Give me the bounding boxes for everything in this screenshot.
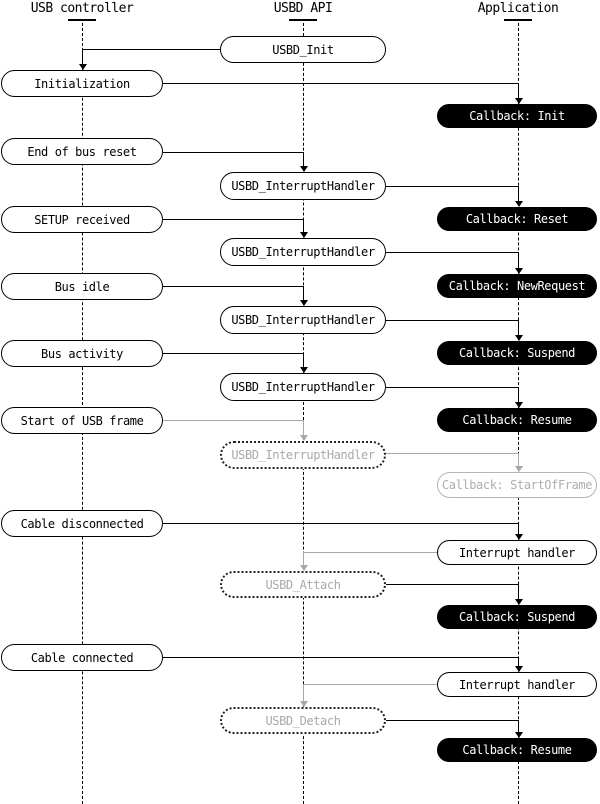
node-start-of-usb-frame: Start of USB frame: [1, 407, 163, 434]
connector-line: [386, 186, 518, 187]
connector-line: [303, 684, 437, 685]
connector-line: [386, 584, 518, 585]
connector-line: [518, 584, 519, 600]
connector-line: [303, 552, 304, 566]
node-bus-activity: Bus activity: [1, 340, 163, 367]
node-initialization: Initialization: [1, 70, 163, 97]
header-underline-application: [504, 19, 532, 21]
node-end-of-bus-reset: End of bus reset: [1, 138, 163, 165]
connector-line: [518, 720, 519, 733]
node-callback-suspend: Callback: Suspend: [437, 341, 597, 365]
arrowhead-down-icon: [514, 402, 523, 408]
node-interrupt-handler: Interrupt handler: [437, 540, 597, 565]
node-usbd-attach: USBD_Attach: [220, 571, 386, 598]
node-usbd-detach: USBD_Detach: [220, 707, 386, 734]
arrowhead-down-icon: [514, 201, 523, 207]
connector-line: [303, 353, 304, 368]
arrowhead-down-icon: [299, 701, 308, 707]
connector-line: [82, 49, 83, 65]
node-callback-resume: Callback: Resume: [437, 408, 597, 432]
connector-line: [163, 420, 303, 421]
connector-line: [386, 252, 518, 253]
node-callback-init: Callback: Init: [437, 104, 597, 128]
arrowhead-down-icon: [514, 732, 523, 738]
connector-line: [163, 353, 303, 354]
node-callback-suspend: Callback: Suspend: [437, 605, 597, 629]
connector-line: [386, 320, 518, 321]
node-usbd-interrupthandler: USBD_InterruptHandler: [220, 306, 386, 334]
node-callback-reset: Callback: Reset: [437, 207, 597, 231]
connector-line: [82, 49, 220, 50]
node-interrupt-handler: Interrupt handler: [437, 672, 597, 697]
connector-line: [518, 387, 519, 403]
connector-line: [303, 219, 304, 233]
node-usbd-interrupthandler: USBD_InterruptHandler: [220, 172, 386, 200]
connector-line: [303, 286, 304, 301]
arrowhead-down-icon: [514, 268, 523, 274]
connector-line: [303, 152, 304, 167]
connector-line: [518, 453, 519, 467]
arrowhead-down-icon: [78, 64, 87, 70]
connector-line: [386, 453, 518, 454]
node-callback-newrequest: Callback: NewRequest: [437, 274, 597, 298]
connector-line: [518, 186, 519, 202]
node-bus-idle: Bus idle: [1, 273, 163, 300]
node-callback-resume: Callback: Resume: [437, 738, 597, 762]
connector-line: [163, 523, 518, 524]
node-callback-startofframe: Callback: StartOfFrame: [437, 472, 597, 498]
header-underline-usb-controller: [68, 19, 96, 21]
connector-line: [518, 657, 519, 667]
arrowhead-down-icon: [514, 335, 523, 341]
node-usbd-interrupthandler: USBD_InterruptHandler: [220, 441, 386, 469]
arrowhead-down-icon: [299, 565, 308, 571]
connector-line: [163, 219, 303, 220]
node-usbd-init: USBD_Init: [220, 36, 386, 63]
column-header-usbd-api: USBD API: [273, 1, 333, 16]
connector-line: [518, 523, 519, 535]
connector-line: [163, 657, 518, 658]
node-cable-disconnected: Cable disconnected: [1, 510, 163, 537]
node-cable-connected: Cable connected: [1, 644, 163, 671]
connector-line: [518, 252, 519, 269]
connector-line: [163, 83, 518, 84]
connector-line: [303, 552, 437, 553]
arrowhead-down-icon: [299, 367, 308, 373]
connector-line: [386, 720, 518, 721]
node-usbd-interrupthandler: USBD_InterruptHandler: [220, 238, 386, 266]
arrowhead-down-icon: [514, 534, 523, 540]
connector-line: [518, 83, 519, 99]
arrowhead-down-icon: [299, 300, 308, 306]
arrowhead-down-icon: [514, 98, 523, 104]
node-setup-received: SETUP received: [1, 206, 163, 233]
node-usbd-interrupthandler: USBD_InterruptHandler: [220, 373, 386, 401]
connector-line: [163, 152, 303, 153]
connector-line: [303, 684, 304, 702]
connector-line: [518, 320, 519, 336]
header-underline-usbd-api: [289, 19, 317, 21]
connector-line: [163, 286, 303, 287]
arrowhead-down-icon: [299, 435, 308, 441]
lifeline-usbd-api: [303, 23, 304, 804]
arrowhead-down-icon: [514, 466, 523, 472]
column-header-application: Application: [477, 1, 559, 16]
connector-line: [303, 420, 304, 436]
column-header-usb-controller: USB controller: [30, 1, 134, 16]
arrowhead-down-icon: [299, 166, 308, 172]
arrowhead-down-icon: [299, 232, 308, 238]
arrowhead-down-icon: [514, 666, 523, 672]
arrowhead-down-icon: [514, 599, 523, 605]
connector-line: [386, 387, 518, 388]
